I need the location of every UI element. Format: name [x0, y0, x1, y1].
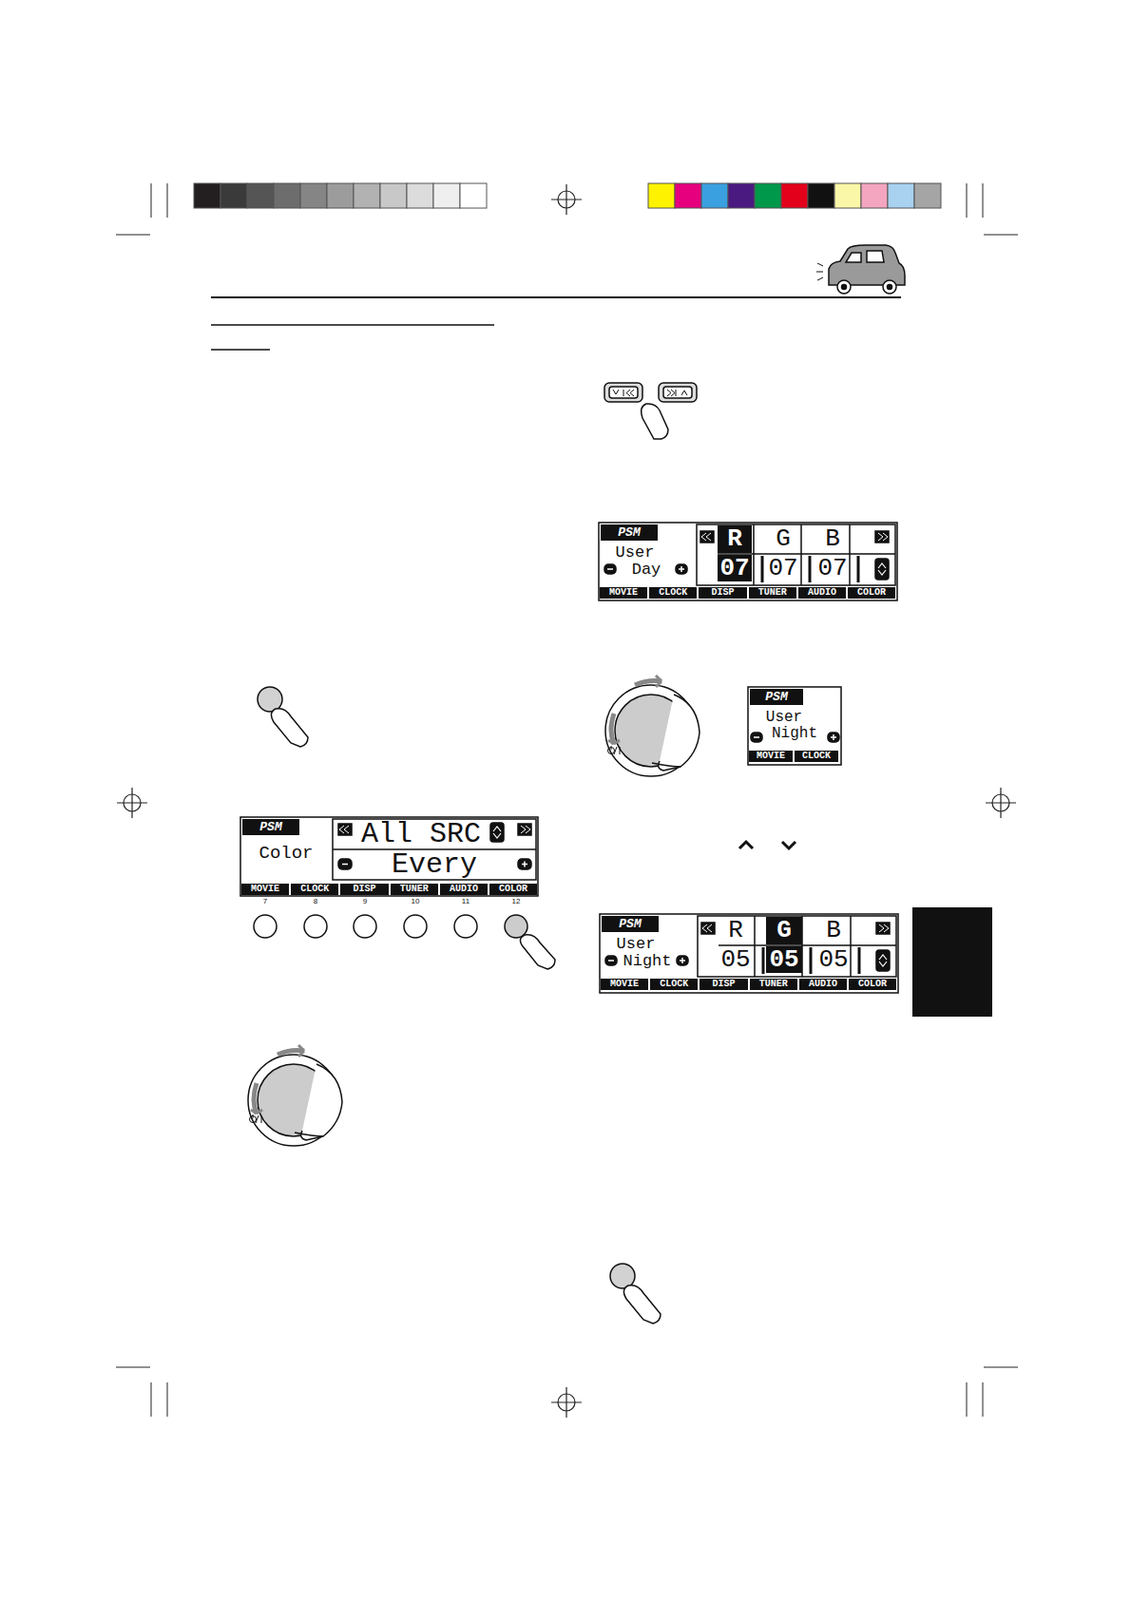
psm-logo: PSM — [601, 916, 659, 933]
menu-tab: MOVIE — [600, 978, 649, 991]
channel-letter: G — [765, 525, 802, 554]
button-number: 12 — [504, 897, 528, 907]
chevron-symbol — [739, 842, 796, 849]
channel-letter: R — [718, 917, 753, 945]
header-rule — [210, 297, 901, 350]
side-tab — [912, 907, 993, 1017]
channel-value: 05 — [718, 946, 753, 974]
lcd-detail — [332, 819, 537, 881]
menu-tab: AUDIO — [798, 587, 846, 599]
menu-tab: COLOR — [847, 587, 896, 599]
menu-tab: CLOCK — [649, 587, 697, 599]
menu-tab: CLOCK — [290, 883, 339, 896]
channel-letter: B — [814, 917, 853, 945]
color-bar — [648, 183, 941, 209]
menu-tab: COLOR — [489, 883, 537, 896]
menu-tab: TUNER — [390, 883, 439, 896]
menu-tab: MOVIE — [241, 883, 289, 896]
control-knob — [248, 1045, 343, 1147]
menu-tab: MOVIE — [599, 587, 648, 599]
menu-tab: DISP — [340, 883, 388, 896]
menu-tab: COLOR — [848, 978, 897, 991]
channel-value: 07 — [717, 555, 752, 582]
channel-value: 07 — [813, 555, 852, 582]
psm-logo: PSM — [600, 524, 658, 541]
lcd-text: Day — [615, 560, 677, 580]
lcd-text: Night — [762, 725, 827, 744]
control-knob — [605, 675, 700, 777]
psm-logo: PSM — [749, 689, 804, 706]
channel-value: 07 — [765, 555, 802, 582]
lcd-text: Color — [245, 842, 327, 865]
menu-tab: MOVIE — [748, 750, 793, 763]
channel-value: 05 — [766, 946, 803, 974]
key-buttons — [604, 383, 697, 440]
press-button — [610, 1264, 661, 1324]
menu-tab: DISP — [698, 587, 747, 599]
menu-tab: CLOCK — [650, 978, 698, 991]
menu-tab: TUNER — [749, 978, 798, 991]
channel-letter: R — [717, 525, 752, 554]
button-number: 11 — [454, 897, 478, 907]
channel-letter: G — [766, 917, 803, 945]
menu-tab: AUDIO — [440, 883, 488, 896]
menu-tab: AUDIO — [799, 978, 847, 991]
button-number: 8 — [304, 897, 327, 907]
lcd-text: User — [606, 543, 664, 563]
preset-button — [253, 915, 556, 970]
menu-tab: DISP — [699, 978, 748, 991]
press-button — [257, 687, 308, 748]
crop-mark — [115, 183, 1018, 1418]
menu-tab: CLOCK — [794, 750, 839, 763]
car-icon — [816, 245, 905, 294]
lcd-text: Every — [353, 850, 516, 880]
registration-mark — [116, 184, 1016, 1419]
lcd-text: User — [755, 709, 813, 728]
lcd-frame — [240, 522, 899, 994]
menu-tab: TUNER — [748, 587, 797, 599]
psm-logo: PSM — [242, 819, 300, 836]
lcd-text: All SRC — [353, 819, 489, 850]
button-number: 7 — [253, 897, 277, 907]
lcd-text: User — [607, 935, 665, 955]
gray-bar — [193, 183, 487, 209]
button-number: 9 — [353, 897, 377, 907]
channel-value: 05 — [814, 946, 853, 974]
lcd-text: Night — [616, 952, 678, 972]
channel-letter: B — [813, 525, 852, 554]
button-number: 10 — [403, 897, 427, 907]
